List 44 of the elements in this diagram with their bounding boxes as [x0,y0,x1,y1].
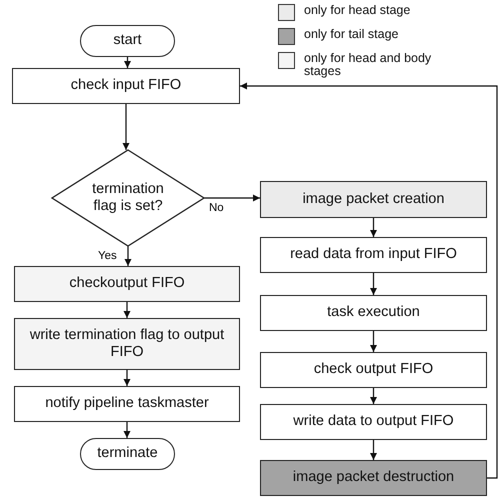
node-text: check input FIFO [70,77,182,95]
legend-text: only for tail stage [304,28,400,42]
arrow [370,388,377,404]
node-text: start [113,32,142,50]
arrow [370,218,377,237]
node-text: image packet destruction [292,469,454,487]
arrow [370,440,377,460]
node-text: checkoutput FIFO [69,275,185,293]
node-text: termination flag is set? [91,180,165,216]
arrow [370,331,377,352]
process-box [14,386,240,422]
node-text: notify pipeline taskmaster [45,395,209,413]
arrow [370,273,377,295]
node-text: write termination flag to output FIFO [28,326,226,362]
arrow [124,302,130,318]
node-text: check output FIFO [314,361,434,379]
legend-text: only for head and body stages [304,52,432,78]
process-box [260,181,487,218]
arrow [124,57,131,68]
decision-diamond [52,150,204,246]
arrow [124,422,130,438]
arrow [240,82,498,479]
arrow [124,370,130,386]
node-text: terminate [97,445,158,463]
terminal-box [80,25,175,57]
process-box [260,237,487,273]
node-text: image packet creation [302,190,444,208]
process-box [14,318,240,370]
process-box [260,295,487,331]
process-box [12,68,240,104]
process-box [260,404,487,440]
edge-label: Yes [97,250,118,262]
node-text: task execution [327,304,420,322]
process-box [260,352,487,388]
arrow [124,246,132,266]
edge-label: No [208,202,225,214]
process-box [14,266,240,302]
terminal-box [80,438,175,470]
arrow [122,104,130,150]
process-box [260,460,487,496]
node-text: write data to output FIFO [293,413,454,431]
arrow [204,194,260,202]
node-text: read data from input FIFO [290,246,457,264]
legend-text: only for head stage [304,4,412,18]
